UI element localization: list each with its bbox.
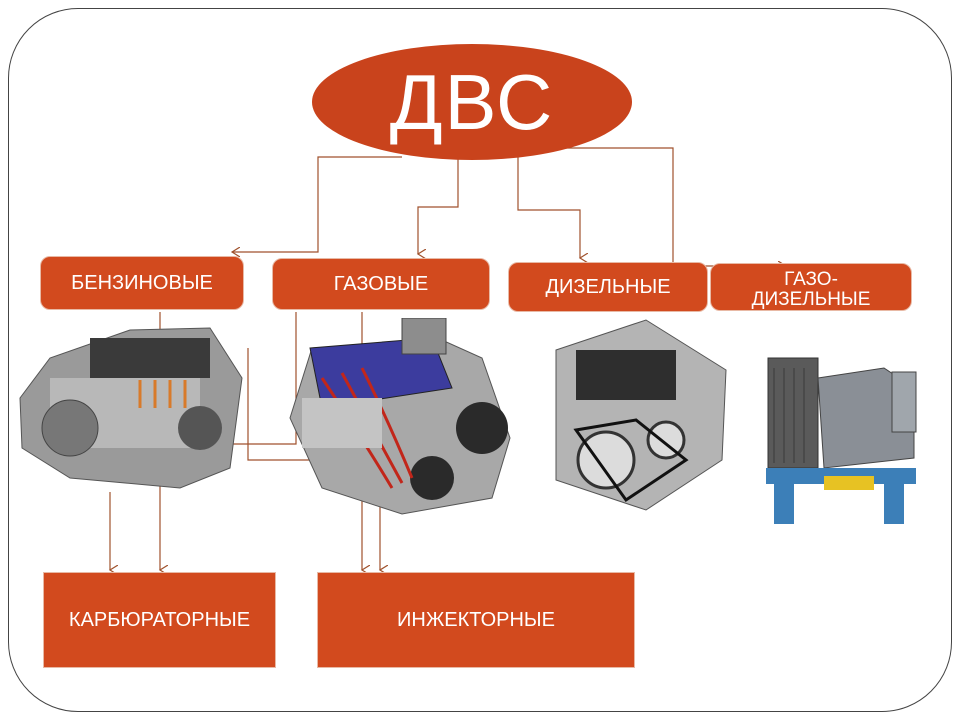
root-label: ДВС <box>389 57 555 146</box>
subtype-injector: ИНЖЕКТОРНЫЕ <box>317 572 635 668</box>
type-petrol: БЕНЗИНОВЫЕ <box>40 256 244 310</box>
rounded-frame <box>8 8 952 712</box>
gas-diesel-engine-image <box>766 357 917 524</box>
gas-engine-image <box>289 318 511 515</box>
subtype-injector-label: ИНЖЕКТОРНЫЕ <box>397 609 555 631</box>
type-diesel: ДИЗЕЛЬНЫЕ <box>508 262 708 312</box>
subtype-carburetor-label: КАРБЮРАТОРНЫЕ <box>68 609 251 631</box>
diesel-engine-image <box>555 319 727 511</box>
type-gas: ГАЗОВЫЕ <box>272 258 490 310</box>
type-gas-diesel-label: ГАЗО-ДИЗЕЛЬНЫЕ <box>751 269 871 310</box>
connector-root-to-petrol <box>232 156 402 252</box>
subtype-carburetor: КАРБЮРАТОРНЫЕ <box>43 572 276 668</box>
connector-root-to-gasdiesel <box>560 147 786 266</box>
type-petrol-label: БЕНЗИНОВЫЕ <box>71 272 213 294</box>
petrol-engine-image <box>19 327 243 489</box>
type-gas-label: ГАЗОВЫЕ <box>333 273 429 295</box>
connector-root-to-diesel <box>517 157 580 258</box>
type-diesel-label: ДИЗЕЛЬНЫЕ <box>545 276 671 298</box>
connector-root-to-gas <box>418 157 459 254</box>
root-node: ДВС <box>312 44 632 160</box>
type-gas-diesel: ГАЗО-ДИЗЕЛЬНЫЕ <box>710 263 912 311</box>
